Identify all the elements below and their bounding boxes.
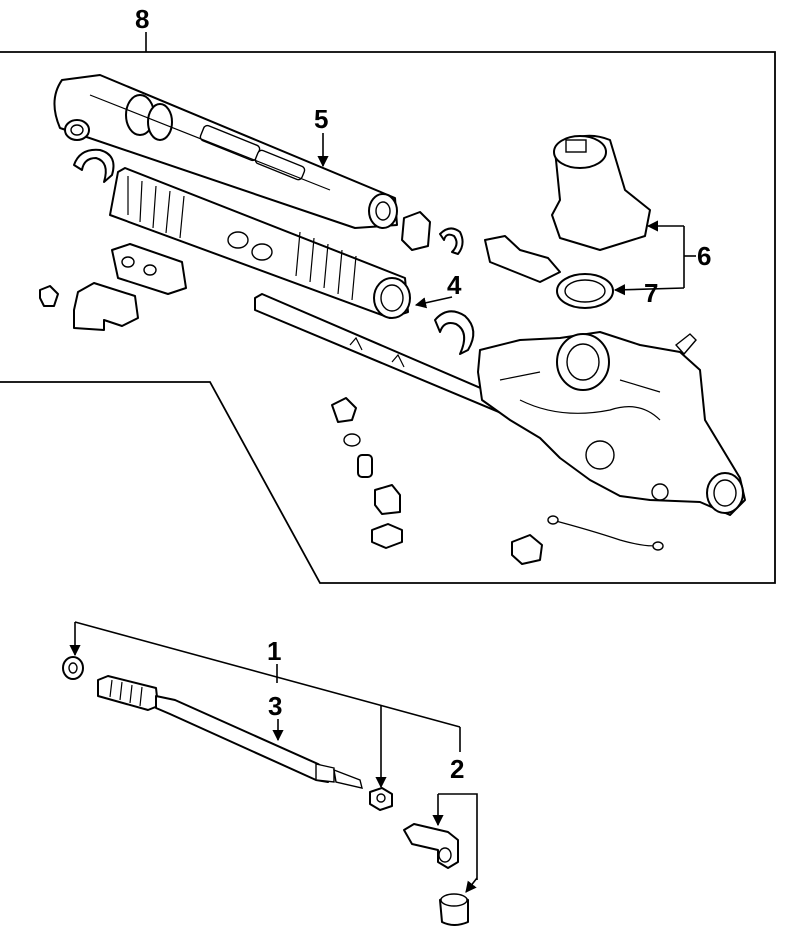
boot-bellows-part: [109, 167, 411, 319]
tube-end: [547, 515, 559, 525]
adjusting-nut: [371, 523, 403, 549]
callout-5: 5: [314, 104, 328, 134]
callout-2: 2: [450, 754, 464, 784]
sleeve: [357, 454, 373, 478]
small-clip: [39, 285, 59, 307]
callout-8: 8: [135, 4, 149, 34]
bushing: [401, 211, 431, 251]
callout-2-arrow-boot: [465, 877, 478, 893]
breather-tube: [551, 519, 661, 547]
callout-6: 6: [697, 241, 711, 271]
plug: [374, 484, 401, 515]
retaining-ring: [439, 227, 464, 255]
motor-assembly-part: [484, 134, 651, 283]
mount-bracket-lower: [73, 282, 139, 331]
bracket-hole: [143, 264, 157, 276]
bracket-hole: [121, 256, 135, 268]
callout-4: 4: [447, 270, 462, 300]
rack-housing-part: [53, 74, 398, 229]
jam-nut-hole: [376, 793, 386, 803]
callout-1-bracket: [74, 621, 461, 728]
boot-clamp: [434, 310, 475, 355]
tube-end: [652, 541, 664, 551]
gear-housing-part: [477, 331, 746, 516]
assembly-frame: [0, 51, 776, 584]
callout-3: 3: [268, 691, 282, 721]
o-ring-inner: [564, 279, 606, 303]
seal-washer: [343, 433, 361, 447]
clamp-ring: [73, 148, 115, 183]
valve-cap: [331, 397, 357, 423]
washer-hole: [68, 662, 78, 674]
grommet: [511, 534, 543, 565]
callout-4-leader: [414, 296, 453, 309]
tie-rod-boot-part: [439, 893, 469, 926]
inner-tie-rod-part: [97, 675, 363, 789]
callout-7-arrow: [613, 284, 685, 296]
outer-tie-rod-end-part: [403, 823, 459, 869]
callout-7: 7: [644, 278, 658, 308]
callout-2-bracket: [438, 793, 478, 880]
callout-1: 1: [267, 636, 281, 666]
